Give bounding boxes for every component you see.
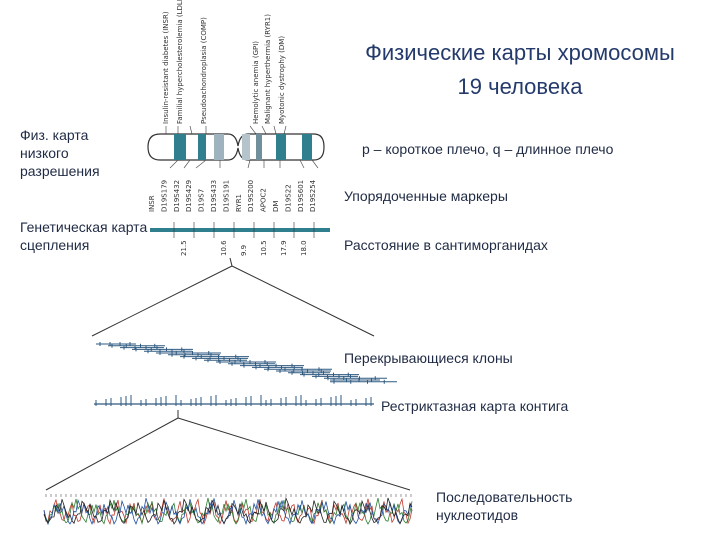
sequence-trace-channel [43, 497, 413, 525]
phys-map-label: Физ. карта низкого разрешения [20, 127, 100, 179]
sequence-trace-channel [43, 497, 413, 525]
sequence-trace-channel [43, 496, 413, 525]
marker-label: D19S429 [185, 180, 193, 212]
marker-label: RYR1 [235, 194, 243, 212]
sequence-label: Последовательность нуклеотидов [436, 489, 573, 523]
clones-label: Перекрывающиеся клоны [344, 350, 513, 366]
gene-label: Insulin-resistant diabetes (INSR) [162, 11, 170, 124]
marker-label: D19S179 [160, 180, 168, 212]
distance-label: 9.9 [240, 245, 248, 256]
genetic-map-label: Генетическая карта сцепления [20, 219, 148, 253]
genetic-map-ticks [173, 222, 315, 238]
marker-label: D19S22 [284, 184, 292, 212]
restriction-sites [95, 395, 372, 406]
marker-labels: INSR D19S179 D19S432 D19S429 D19S7 D19S433 D19… [148, 179, 317, 212]
distance-label: 17.9 [280, 240, 288, 256]
gene-label: Pseudoachondroplasia (COMP) [200, 17, 208, 124]
restriction-label: Рестриктазная карта контига [381, 398, 569, 414]
gene-leaders [165, 125, 287, 135]
gene-label: Malignant hyperthermia (RYR1) [264, 14, 272, 124]
marker-label: DM [272, 201, 280, 212]
genetic-map-bar [150, 228, 330, 232]
marker-label: INSR [148, 195, 156, 212]
marker-label: D19S432 [173, 180, 181, 212]
marker-label: D19S433 [210, 180, 218, 212]
distance-label: 10.6 [220, 240, 228, 256]
marker-label: D19S191 [222, 180, 230, 212]
distance-label: Расстояние в сантиморганидах [344, 237, 548, 253]
gene-label: Hemolytic anemia (GPI) [252, 41, 260, 124]
chromosome-19 [147, 133, 325, 161]
zoom-lines-2 [45, 410, 411, 491]
distance-labels: 21.5 10.6 9.9 10.5 17.9 18.0 [180, 240, 308, 256]
distance-label: 21.5 [180, 240, 188, 256]
markers-label: Упорядоченные маркеры [344, 188, 508, 204]
marker-label: D19S200 [247, 180, 255, 212]
marker-connectors [169, 159, 319, 169]
zoom-lines-1 [91, 257, 375, 337]
distance-label: 10.5 [260, 240, 268, 256]
gene-label: Familial hypercholesterolemia (LDLR) [176, 0, 184, 124]
marker-label: D19S254 [309, 179, 317, 212]
gene-label: Myotonic dystrophy (DM) [278, 36, 286, 124]
overlapping-clones [96, 342, 397, 384]
gene-labels: Insulin-resistant diabetes (INSR) Familia… [162, 0, 286, 124]
marker-label: APOC2 [260, 188, 268, 212]
distance-label: 18.0 [300, 240, 308, 256]
marker-label: D19S601 [297, 180, 305, 212]
sequence-trace-channel [43, 498, 413, 526]
marker-label: D19S7 [198, 189, 206, 212]
page-title: Физические карты хромосомы 19 человека [365, 40, 675, 99]
sequence-trace [43, 494, 413, 526]
arms-label: p – короткое плечо, q – длинное плечо [362, 141, 614, 157]
